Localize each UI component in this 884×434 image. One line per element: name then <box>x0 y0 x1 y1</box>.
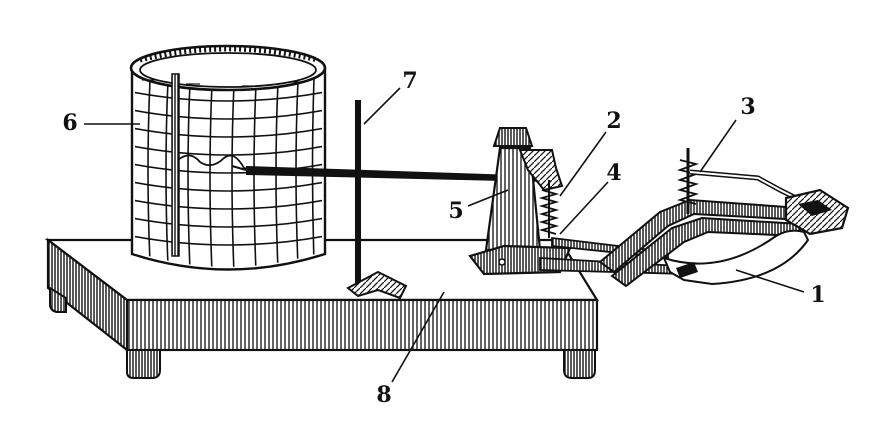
label-6: 6 <box>62 110 77 136</box>
label-2: 2 <box>606 108 621 134</box>
pen-arm <box>231 165 548 182</box>
clamp-block <box>784 188 850 236</box>
adjusting-screw <box>538 180 560 238</box>
part-labels: 1 2 3 4 5 6 7 8 <box>62 68 825 408</box>
support-column <box>468 127 572 276</box>
label-5: 5 <box>448 198 463 224</box>
label-8: 8 <box>376 382 391 408</box>
label-3: 3 <box>740 94 755 120</box>
label-7: 7 <box>402 68 417 94</box>
stop-rod <box>346 100 408 300</box>
bimetallic-plate <box>662 229 810 286</box>
label-1: 1 <box>810 282 825 308</box>
recording-drum <box>129 44 327 271</box>
label-4: 4 <box>606 160 621 186</box>
leader-lines <box>84 87 805 383</box>
